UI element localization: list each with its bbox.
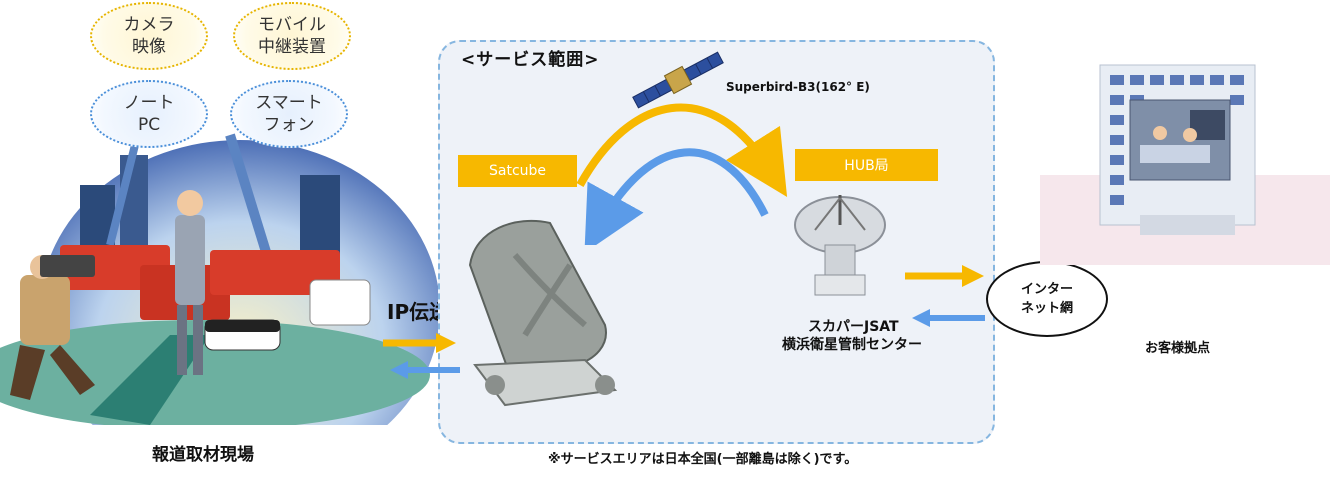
internet-link-arrows bbox=[905, 265, 985, 327]
satellite-icon bbox=[632, 51, 724, 109]
internet-network-node: インター ネット網 bbox=[986, 261, 1108, 337]
customer-site-label: お客様拠点 bbox=[1145, 341, 1211, 356]
customer-building-image bbox=[1040, 64, 1330, 265]
news-site-caption: 報道取材現場 bbox=[152, 445, 254, 465]
satcube-box: Satcube bbox=[458, 155, 577, 187]
bubble-notebook-pc: ノート PC bbox=[90, 80, 208, 148]
ip-transmission-arrows bbox=[383, 333, 460, 379]
satcube-terminal-image bbox=[468, 219, 618, 407]
satellite-link-arrows bbox=[576, 103, 788, 245]
control-center-label-line1: スカパーJSAT bbox=[808, 319, 899, 335]
hub-station-box: HUB局 bbox=[795, 149, 938, 181]
service-area-footnote: ※サービスエリアは日本全国(一部離島は除く)です。 bbox=[548, 452, 858, 467]
news-scene-illustration bbox=[0, 124, 440, 425]
control-center-label-line2: 横浜衛星管制センター bbox=[782, 337, 922, 353]
bubble-camera-video: カメラ 映像 bbox=[90, 2, 208, 70]
satellite-label: Superbird-B3(162° E) bbox=[726, 80, 870, 94]
bubble-smartphone: スマート フォン bbox=[230, 80, 348, 148]
service-area-title: <サービス範囲> bbox=[461, 50, 600, 70]
parabolic-antenna-image bbox=[794, 195, 886, 296]
bubble-mobile-relay: モバイル 中継装置 bbox=[233, 2, 351, 70]
